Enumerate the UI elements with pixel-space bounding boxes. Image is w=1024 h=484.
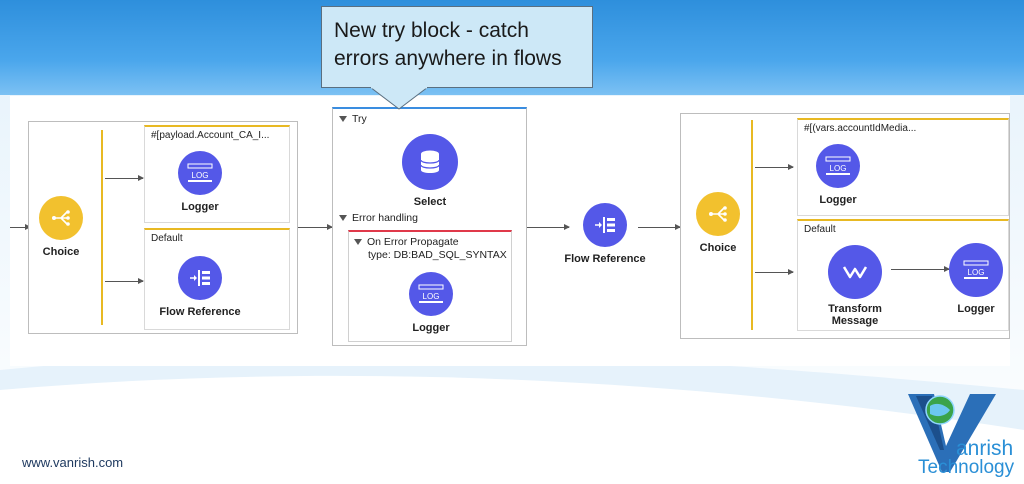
select-node[interactable]: Select	[395, 134, 465, 208]
middle-flow-reference-node[interactable]: Flow Reference	[555, 203, 655, 265]
database-icon	[402, 134, 458, 190]
transform-icon	[828, 245, 882, 299]
on-error-title-text: On Error Propagate	[367, 236, 459, 248]
right-choice-label: Choice	[699, 242, 737, 254]
callout-line-2: errors anywhere in flows	[334, 47, 562, 70]
flow-reference-node[interactable]: Flow Reference	[150, 256, 250, 318]
try-title-text: Try	[352, 113, 367, 125]
callout-text: New try block - catch errors anywhere in…	[334, 17, 562, 73]
flow-arrow	[527, 224, 570, 230]
right-choice-scope[interactable]: Choice #[(vars.accountIdMedia... LOG Log…	[680, 113, 1010, 339]
logger-label: Logger	[819, 194, 857, 206]
on-error-title[interactable]: On Error Propagate	[354, 236, 459, 248]
collapse-triangle-icon	[354, 239, 362, 246]
route-condition: Default	[804, 224, 836, 235]
on-error-propagate[interactable]: On Error Propagate type: DB:BAD_SQL_SYNT…	[348, 230, 512, 342]
vanrish-logo	[908, 394, 996, 472]
transform-label-line2: Message	[831, 315, 879, 327]
transform-label-line1: Transform	[828, 303, 882, 315]
left-choice-route-1[interactable]: #[payload.Account_CA_I... LOG Logger	[144, 125, 290, 223]
logger-label: Logger	[412, 322, 450, 334]
right-choice-node[interactable]: Choice	[688, 192, 748, 254]
logger-icon: LOG	[409, 272, 453, 316]
logger-icon: LOG	[949, 243, 1003, 297]
callout-pointer	[369, 87, 429, 110]
logger-icon: LOG	[178, 151, 222, 195]
route-condition: #[payload.Account_CA_I...	[151, 130, 270, 141]
svg-text:LOG: LOG	[423, 292, 440, 301]
flow-arrow	[638, 224, 681, 230]
flow-arrow	[891, 266, 950, 272]
slide-swoosh	[0, 352, 1024, 484]
flow-canvas: Choice #[payload.Account_CA_I... LOG Log…	[10, 96, 1010, 366]
logo-text-technology: Technology	[918, 457, 1015, 478]
right-choice-route-1[interactable]: #[(vars.accountIdMedia... LOG Logger	[797, 118, 1009, 216]
error-handling-text: Error handling	[352, 212, 418, 224]
route-condition: #[(vars.accountIdMedia...	[804, 123, 917, 134]
route-arrow	[755, 269, 794, 275]
svg-text:LOG: LOG	[968, 268, 985, 277]
logger-icon: LOG	[816, 144, 860, 188]
logger-node[interactable]: LOG Logger	[396, 272, 466, 334]
left-choice-scope[interactable]: Choice #[payload.Account_CA_I... LOG Log…	[28, 121, 298, 334]
callout-line-1: New try block - catch	[334, 19, 529, 42]
logger-node[interactable]: LOG Logger	[165, 151, 235, 213]
transform-message-node[interactable]: Transform Message	[810, 245, 900, 327]
svg-text:LOG: LOG	[830, 164, 847, 173]
flow-reference-label: Flow Reference	[564, 253, 646, 265]
logger-node[interactable]: LOG Logger	[946, 243, 1006, 315]
left-choice-label: Choice	[42, 246, 80, 258]
choice-icon	[39, 196, 83, 240]
collapse-triangle-icon	[339, 116, 347, 123]
try-scope[interactable]: Try Select Error handling On Error Propa…	[332, 107, 527, 346]
flow-reference-icon	[178, 256, 222, 300]
callout-box: New try block - catch errors anywhere in…	[321, 6, 593, 88]
left-choice-route-default[interactable]: Default Flow Reference	[144, 228, 290, 330]
left-choice-node[interactable]: Choice	[36, 196, 86, 258]
try-title[interactable]: Try	[339, 113, 367, 125]
logger-label: Logger	[181, 201, 219, 213]
flow-reference-label: Flow Reference	[159, 306, 241, 318]
on-error-type: type: DB:BAD_SQL_SYNTAX	[368, 249, 507, 261]
website-link[interactable]: www.vanrish.com	[22, 455, 124, 470]
right-choice-router-bar	[751, 120, 753, 330]
choice-icon	[696, 192, 740, 236]
flow-reference-icon	[583, 203, 627, 247]
left-choice-router-bar	[101, 130, 103, 325]
route-arrow	[755, 164, 794, 170]
route-arrow	[105, 175, 144, 181]
incoming-arrow	[10, 224, 31, 230]
svg-text:LOG: LOG	[192, 171, 209, 180]
right-choice-route-default[interactable]: Default Transform Message LOG Logger	[797, 219, 1009, 331]
route-condition: Default	[151, 233, 183, 244]
route-arrow	[105, 278, 144, 284]
logger-label: Logger	[957, 303, 995, 315]
logger-node[interactable]: LOG Logger	[803, 144, 873, 206]
flow-arrow	[298, 224, 333, 230]
logo-text-brand: anrish	[956, 437, 1014, 460]
error-handling-title[interactable]: Error handling	[339, 212, 418, 224]
select-label: Select	[413, 196, 447, 208]
collapse-triangle-icon	[339, 215, 347, 222]
